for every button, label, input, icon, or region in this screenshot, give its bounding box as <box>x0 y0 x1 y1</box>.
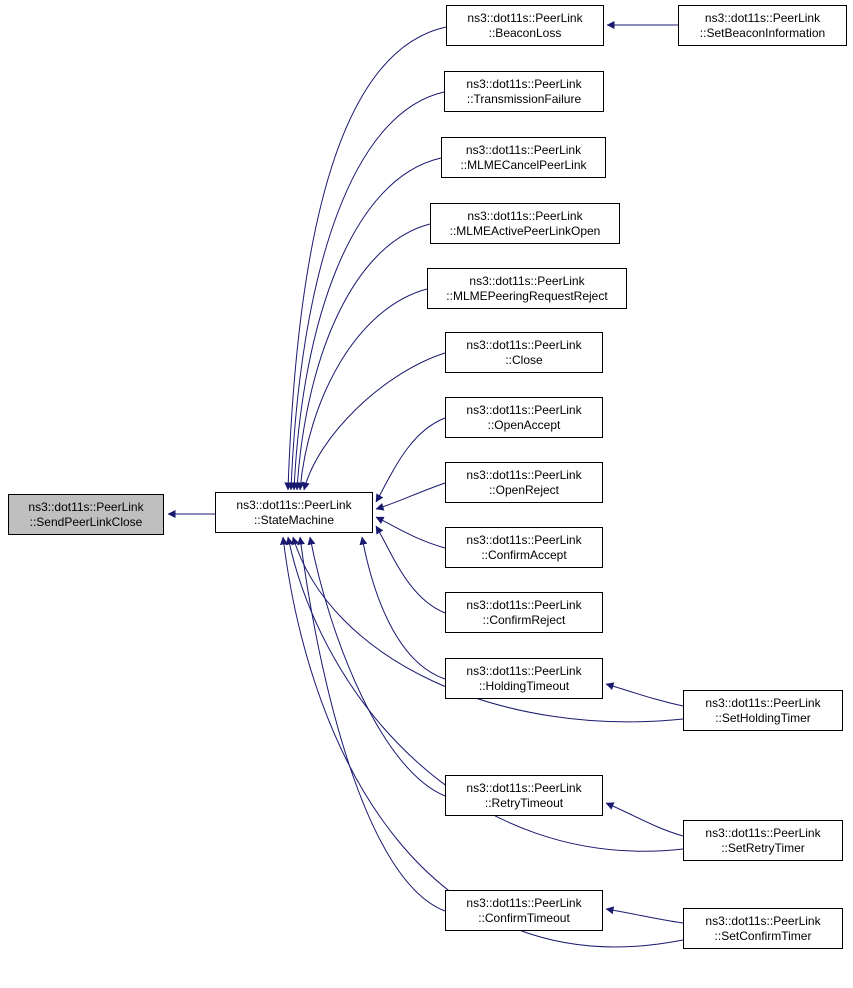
node-label-line2: ::ConfirmTimeout <box>478 910 570 925</box>
node-retry-timeout[interactable]: ns3::dot11s::PeerLink ::RetryTimeout <box>445 775 603 816</box>
edge-setretrytimer-to-statemachine <box>285 536 684 852</box>
node-confirm-accept[interactable]: ns3::dot11s::PeerLink ::ConfirmAccept <box>445 527 603 568</box>
node-label-line1: ns3::dot11s::PeerLink <box>236 497 352 512</box>
node-mlme-active-peer-link-open[interactable]: ns3::dot11s::PeerLink ::MLMEActivePeerLi… <box>430 203 620 244</box>
node-set-beacon-information[interactable]: ns3::dot11s::PeerLink ::SetBeaconInforma… <box>678 5 847 46</box>
node-label-line2: ::RetryTimeout <box>484 795 564 810</box>
node-label-line1: ns3::dot11s::PeerLink <box>705 913 821 928</box>
node-beacon-loss[interactable]: ns3::dot11s::PeerLink ::BeaconLoss <box>446 5 604 46</box>
node-label-line1: ns3::dot11s::PeerLink <box>28 499 144 514</box>
node-close[interactable]: ns3::dot11s::PeerLink ::Close <box>445 332 603 373</box>
node-label-line2: ::MLMEPeeringRequestReject <box>446 288 608 303</box>
node-label-line1: ns3::dot11s::PeerLink <box>466 402 582 417</box>
node-label-line1: ns3::dot11s::PeerLink <box>466 780 582 795</box>
edge-confirmtimeout-to-statemachine <box>297 536 446 912</box>
node-label-line2: ::ConfirmReject <box>482 612 566 627</box>
node-label-line1: ns3::dot11s::PeerLink <box>469 273 585 288</box>
node-label-line2: ::SetHoldingTimer <box>715 710 811 725</box>
node-send-peer-link-close[interactable]: ns3::dot11s::PeerLink ::SendPeerLinkClos… <box>8 494 164 535</box>
node-set-retry-timer[interactable]: ns3::dot11s::PeerLink ::SetRetryTimer <box>683 820 843 861</box>
node-label-line2: ::StateMachine <box>253 512 335 527</box>
node-confirm-timeout[interactable]: ns3::dot11s::PeerLink ::ConfirmTimeout <box>445 890 603 931</box>
node-label-line1: ns3::dot11s::PeerLink <box>705 695 821 710</box>
node-label-line2: ::SetRetryTimer <box>721 840 805 855</box>
node-label-line2: ::MLMECancelPeerLink <box>460 157 587 172</box>
node-label-line2: ::MLMEActivePeerLinkOpen <box>449 223 601 238</box>
node-label-line1: ns3::dot11s::PeerLink <box>465 142 582 157</box>
node-state-machine[interactable]: ns3::dot11s::PeerLink ::StateMachine <box>215 492 373 533</box>
edge-openaccept-to-statemachine <box>375 417 446 503</box>
node-label-line2: ::SendPeerLinkClose <box>29 514 143 529</box>
node-label-line1: ns3::dot11s::PeerLink <box>466 532 582 547</box>
node-label-line1: ns3::dot11s::PeerLink <box>704 10 821 25</box>
node-label-line1: ns3::dot11s::PeerLink <box>466 76 582 91</box>
node-label-line1: ns3::dot11s::PeerLink <box>466 337 582 352</box>
node-mlme-peering-request-reject[interactable]: ns3::dot11s::PeerLink ::MLMEPeeringReque… <box>427 268 627 309</box>
edge-mlmepeeringrequestreject-to-statemachine <box>296 288 428 491</box>
node-transmission-failure[interactable]: ns3::dot11s::PeerLink ::TransmissionFail… <box>444 71 604 112</box>
edge-retrytimeout-to-statemachine <box>307 536 446 797</box>
node-label-line1: ns3::dot11s::PeerLink <box>705 825 821 840</box>
edge-setholdingtimer-to-statemachine <box>291 536 684 723</box>
node-label-line1: ns3::dot11s::PeerLink <box>466 467 582 482</box>
node-set-holding-timer[interactable]: ns3::dot11s::PeerLink ::SetHoldingTimer <box>683 690 843 731</box>
edge-holdingtimeout-to-statemachine <box>359 536 446 680</box>
edge-close-to-statemachine <box>302 352 446 491</box>
edge-setretrytimer-to-retrytimeout <box>605 802 684 837</box>
node-label-line2: ::OpenAccept <box>487 417 561 432</box>
node-label-line2: ::TransmissionFailure <box>466 91 582 106</box>
node-label-line1: ns3::dot11s::PeerLink <box>466 895 582 910</box>
edge-setconfirmtimer-to-statemachine <box>279 536 684 948</box>
node-label-line2: ::SetConfirmTimer <box>714 928 812 943</box>
node-label-line1: ns3::dot11s::PeerLink <box>466 663 582 678</box>
node-mlme-cancel-peer-link[interactable]: ns3::dot11s::PeerLink ::MLMECancelPeerLi… <box>441 137 606 178</box>
edge-confirmreject-to-statemachine <box>375 525 446 614</box>
node-confirm-reject[interactable]: ns3::dot11s::PeerLink ::ConfirmReject <box>445 592 603 633</box>
node-set-confirm-timer[interactable]: ns3::dot11s::PeerLink ::SetConfirmTimer <box>683 908 843 949</box>
node-label-line1: ns3::dot11s::PeerLink <box>467 10 583 25</box>
node-holding-timeout[interactable]: ns3::dot11s::PeerLink ::HoldingTimeout <box>445 658 603 699</box>
node-label-line2: ::OpenReject <box>488 482 560 497</box>
node-label-line2: ::SetBeaconInformation <box>699 25 826 40</box>
node-open-accept[interactable]: ns3::dot11s::PeerLink ::OpenAccept <box>445 397 603 438</box>
edge-mlmecancelpeerlink-to-statemachine <box>290 157 442 491</box>
edge-openreject-to-statemachine <box>375 482 446 511</box>
edge-mlmeactivepeerlinkopen-to-statemachine <box>293 223 431 491</box>
node-label-line1: ns3::dot11s::PeerLink <box>466 597 582 612</box>
node-open-reject[interactable]: ns3::dot11s::PeerLink ::OpenReject <box>445 462 603 503</box>
node-label-line2: ::Close <box>505 352 543 367</box>
node-label-line1: ns3::dot11s::PeerLink <box>467 208 583 223</box>
node-label-line2: ::HoldingTimeout <box>478 678 570 693</box>
node-label-line2: ::ConfirmAccept <box>481 547 567 562</box>
edge-confirmaccept-to-statemachine <box>375 516 446 549</box>
edge-transmissionfailure-to-statemachine <box>287 91 445 491</box>
edge-setconfirmtimer-to-confirmtimeout <box>605 906 684 924</box>
edge-beaconloss-to-statemachine <box>284 26 447 491</box>
node-label-line2: ::BeaconLoss <box>488 25 562 40</box>
edge-setholdingtimer-to-holdingtimeout <box>605 682 684 707</box>
